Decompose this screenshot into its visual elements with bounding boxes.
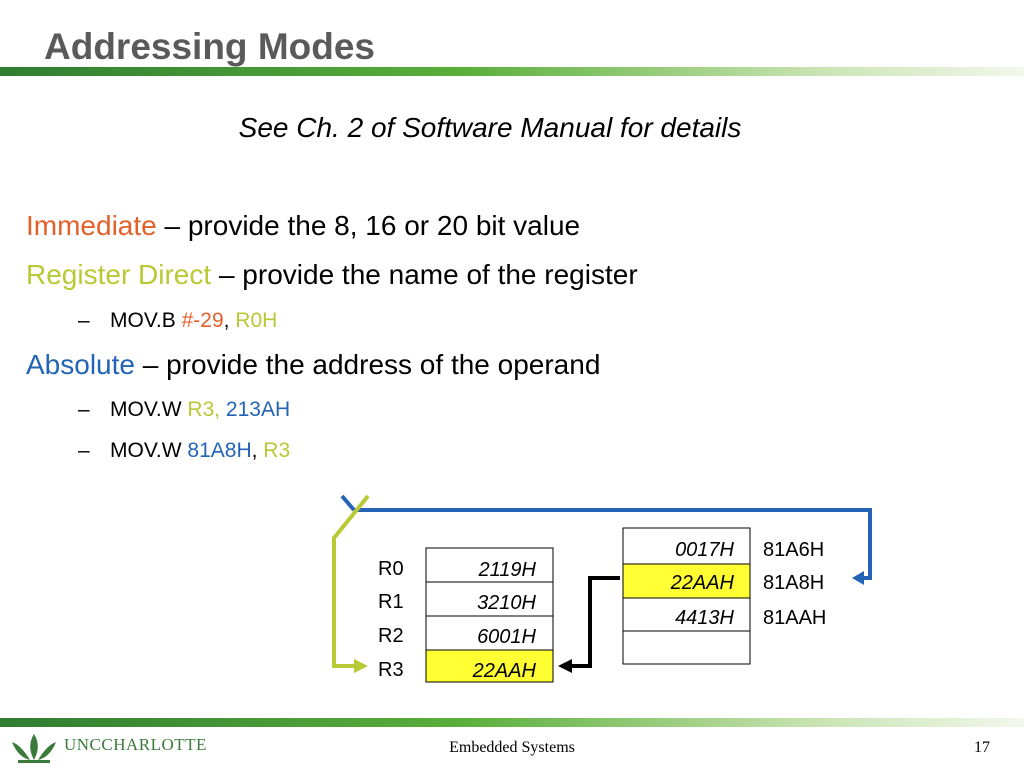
- operand-register: R3,: [187, 398, 226, 421]
- register-arrow-head: [354, 659, 368, 673]
- memory-address: 81A8H: [763, 572, 825, 594]
- memory-value: 0017H: [675, 539, 734, 561]
- footer-rule: [0, 718, 1024, 727]
- memory-address: 81AAH: [763, 607, 827, 629]
- memory-value: 22AAH: [670, 572, 734, 594]
- opcode: MOV.W: [110, 398, 188, 421]
- register-name: R2: [378, 625, 404, 647]
- memory-highlight: [622, 563, 751, 599]
- register-highlight: [425, 649, 554, 683]
- register-value: 2119H: [478, 559, 536, 581]
- desc-absolute: – provide the address of the operand: [134, 349, 601, 380]
- memory-value: 4413H: [675, 607, 734, 629]
- opcode: MOV.W: [110, 439, 188, 462]
- register-arrow: [332, 494, 370, 668]
- subtitle: See Ch. 2 of Software Manual for details: [238, 112, 742, 143]
- desc-immediate: – provide the 8, 16 or 20 bit value: [156, 210, 581, 241]
- title-rule: [0, 67, 1024, 76]
- slide-title: Addressing Modes: [44, 26, 375, 67]
- crown-logo-icon: [12, 734, 56, 763]
- opcode: MOV.B: [110, 309, 182, 332]
- term-absolute: Absolute: [26, 349, 135, 380]
- register-value: 6001H: [477, 626, 536, 648]
- operand-register: R3: [263, 439, 291, 462]
- data-arrow: [568, 576, 620, 668]
- example-mov-w-2: –MOV.W 81A8H, R3: [78, 439, 290, 463]
- memory-address: 81A6H: [763, 539, 825, 561]
- register-value: 3210H: [477, 592, 536, 614]
- operand-immediate: #-29: [181, 309, 224, 332]
- dash: –: [78, 439, 90, 462]
- page-number: 17: [974, 739, 990, 756]
- bullet-absolute: Absolute – provide the address of the op…: [26, 349, 600, 381]
- term-immediate: Immediate: [26, 210, 157, 241]
- separator: ,: [223, 309, 236, 332]
- operand-absolute: 213AH: [225, 398, 291, 421]
- university-logo-text: UNCCHARLOTTE: [64, 735, 207, 754]
- desc-register-direct: – provide the name of the register: [211, 259, 638, 290]
- data-arrow-head: [558, 659, 572, 673]
- separator: ,: [251, 439, 264, 462]
- dash: –: [78, 398, 90, 421]
- address-arrow-head: [852, 571, 864, 585]
- register-name: R0: [378, 558, 404, 580]
- example-mov-w-1: –MOV.W R3, 213AH: [78, 398, 290, 422]
- register-name: R1: [378, 591, 404, 613]
- example-mov-b: –MOV.B #-29, R0H: [78, 309, 277, 333]
- bullet-immediate: Immediate – provide the 8, 16 or 20 bit …: [26, 210, 580, 242]
- operand-register: R0H: [235, 309, 278, 332]
- dash: –: [78, 309, 90, 332]
- register-name: R3: [378, 659, 404, 681]
- address-arrow-tick: [340, 494, 356, 512]
- register-value: 22AAH: [472, 660, 536, 682]
- footer-title: Embedded Systems: [449, 739, 575, 756]
- term-register-direct: Register Direct: [26, 259, 212, 290]
- operand-absolute: 81A8H: [187, 439, 252, 462]
- bullet-register-direct: Register Direct – provide the name of th…: [26, 259, 638, 291]
